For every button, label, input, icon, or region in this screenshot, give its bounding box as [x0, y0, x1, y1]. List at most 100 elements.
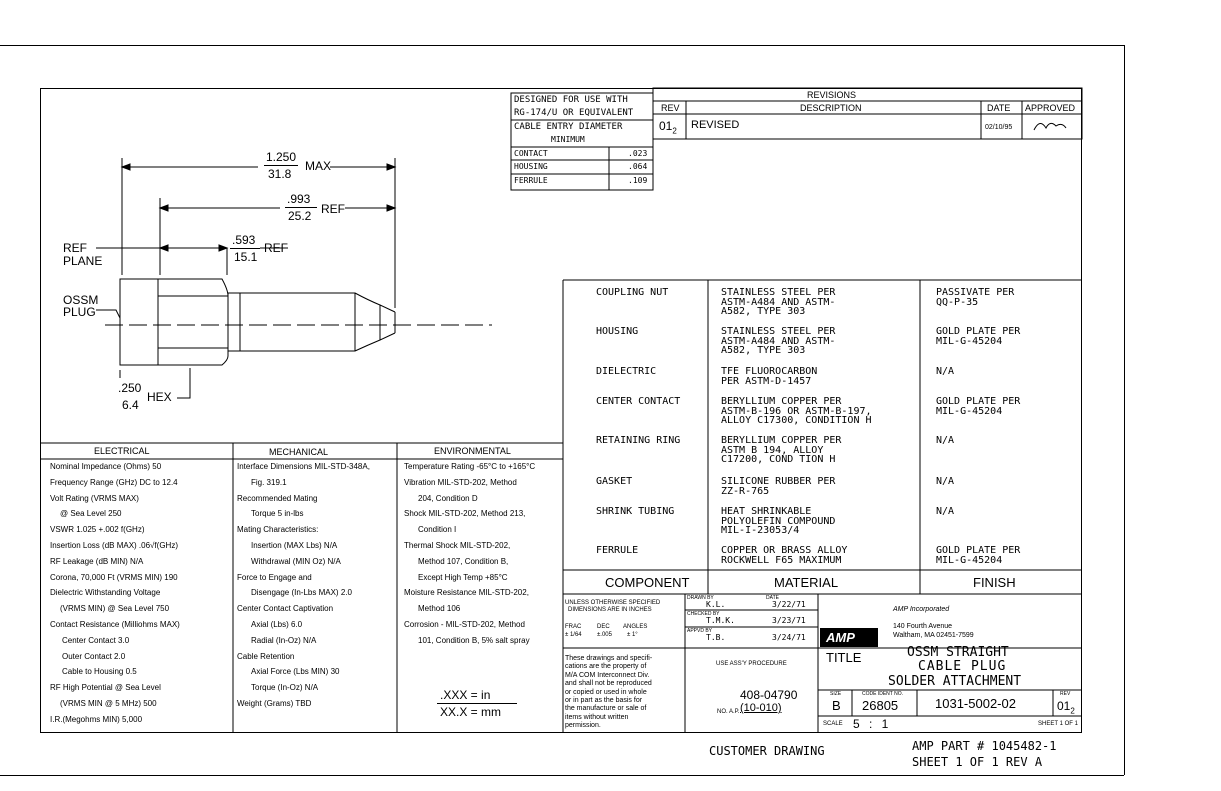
date-label: DATE — [766, 595, 779, 601]
hex-inch: .250 — [118, 381, 142, 395]
material-spec: C17200, COND TION H — [721, 454, 836, 465]
entry-housing: HOUSING — [514, 162, 548, 171]
material-spec: POLYOLEFIN COMPOUND — [721, 515, 836, 527]
material-component: SHRINK TUBING — [596, 506, 675, 517]
material-spec: A582, TYPE 303 — [721, 345, 806, 356]
electrical-spec-line: Contact Resistance (Milliohms MAX) — [50, 620, 180, 629]
notice-line: cations are the property of — [565, 663, 647, 671]
approved-col: APPROVED — [1025, 103, 1076, 113]
designed-for-1: DESIGNED FOR USE WITH — [514, 95, 628, 105]
coupling-nut-outline — [119, 278, 159, 366]
mechanical-spec-line: Disengage (In-Lbs MAX) 2.0 — [251, 588, 352, 598]
material-spec: A582, TYPE 303 — [721, 306, 806, 317]
amp-logo-box — [820, 628, 878, 647]
material-spec: STAINLESS STEEL PER — [721, 287, 836, 298]
material-spec: SILICONE RUBBER PER — [721, 476, 836, 487]
notice-line: items without written — [565, 713, 629, 721]
electrical-spec-line: Frequency Range (GHz) DC to 12.4 — [50, 477, 178, 487]
rev-desc: REVISED — [691, 119, 740, 131]
unless-1: UNLESS OTHERWISE SPECIFIED — [565, 600, 661, 606]
proc-number: 408-04790 — [740, 688, 798, 702]
rev-col: REV — [661, 103, 680, 113]
mechanical-spec-line: Weight (Grams) TBD — [237, 699, 312, 708]
material-spec: PER ASTM-D-1457 — [721, 375, 812, 387]
material-component: RETAINING RING — [596, 435, 681, 446]
material-spec: STAINLESS STEEL PER — [721, 326, 836, 337]
material-finish: MIL-G-45204 — [936, 405, 1003, 417]
electrical-spec-line: @ Sea Level 250 — [60, 509, 122, 519]
entry-dia-2: MINIMUM — [551, 135, 585, 144]
material-spec: TFE FLUOROCARBON — [721, 366, 818, 377]
material-component: HOUSING — [596, 326, 639, 337]
material-finish: GOLD PLATE PER — [936, 396, 1021, 407]
electrical-spec-line: Nominal Impedance (Ohms) 50 — [50, 462, 162, 471]
material-finish: MIL-G-45204 — [936, 335, 1003, 347]
environmental-spec-line: Vibration MIL-STD-202, Method — [404, 477, 517, 487]
mechanical-spec-line: Recommended Mating — [237, 493, 318, 503]
drawn-by-label: DRAWN BY — [687, 595, 714, 601]
proc-value: (10-010) — [740, 702, 782, 714]
page-top-line — [0, 45, 1124, 46]
units-inch: .XXX = in — [440, 688, 491, 702]
material-finish: N/A — [936, 435, 955, 446]
page-right-line — [1124, 45, 1125, 775]
environmental-spec-line: Except High Temp +85°C — [418, 572, 508, 582]
use-assy: USE ASS'Y PROCEDURE — [716, 661, 787, 667]
environmental-spec-line: 204, Condition D — [418, 493, 478, 503]
dim1-inch: 1.250 — [266, 150, 297, 164]
title-line-3: SOLDER ATTACHMENT — [888, 674, 1022, 689]
drawn-date: 3/22/71 — [772, 600, 806, 609]
code-value: 26805 — [862, 698, 899, 713]
checked-label: CHECKED BY — [687, 611, 720, 617]
material-spec: ROCKWELL F65 MAXIMUM — [721, 554, 842, 566]
company-name: AMP Incorporated — [893, 606, 950, 613]
mechanical-spec-line: Insertion (MAX Lbs) N/A — [251, 541, 338, 550]
material-finish: GOLD PLATE PER — [936, 326, 1021, 337]
material-finish: N/A — [936, 506, 955, 517]
code-label: CODE IDENT NO. — [862, 691, 904, 697]
environmental-spec-line: Temperature Rating -65°C to +165°C — [404, 462, 536, 471]
mechanical-spec-line: Force to Engage and — [237, 572, 312, 582]
mechanical-spec-line: Interface Dimensions MIL-STD-348A, — [237, 462, 370, 471]
notice-line: or copied or used in whole — [565, 688, 647, 696]
title-line-2: CABLE PLUG — [918, 659, 1007, 674]
frac-label: FRAC — [565, 624, 582, 630]
material-finish: MIL-G-45204 — [936, 554, 1003, 566]
material-spec: ALLOY C17300, CONDITION H — [721, 415, 872, 426]
entry-contact: CONTACT — [514, 149, 548, 158]
environmental-spec-line: Condition I — [418, 525, 457, 535]
entry-ferrule: FERRULE — [514, 176, 548, 185]
material-component: CENTER CONTACT — [596, 396, 681, 407]
dim2-note: REF — [321, 202, 345, 216]
environmental-title: ENVIRONMENTAL — [434, 446, 511, 456]
mechanical-title: MECHANICAL — [269, 447, 329, 457]
notice-line: permission. — [565, 722, 601, 730]
designed-for-2: RG-174/U OR EQUIVALENT — [514, 108, 634, 118]
entry-dia-1: CABLE ENTRY DIAMETER — [514, 122, 623, 132]
material-finish: PASSIVATE PER — [936, 287, 1015, 298]
material-spec: ZZ-R-765 — [721, 485, 770, 497]
electrical-title: ELECTRICAL — [94, 446, 150, 456]
drawn-by: K.L. — [706, 600, 726, 609]
amp-part-number: AMP PART # 1045482-1 — [912, 739, 1057, 753]
dim3-note: REF — [264, 241, 288, 255]
units-mm: XX.X = mm — [440, 705, 502, 719]
date-col: DATE — [987, 103, 1011, 113]
material-spec: MIL-I-23053/4 — [721, 525, 800, 536]
electrical-spec-line: Volt Rating (VRMS MAX) — [50, 493, 139, 503]
footer-sheet-rev: SHEET 1 OF 1 REV A — [912, 755, 1043, 769]
ossm-label-2: PLUG — [63, 305, 96, 319]
material-spec: BERYLLIUM COPPER PER — [721, 435, 842, 446]
dwg-number: 1031-5002-02 — [935, 696, 1016, 711]
material-spec: ASTM B 194, ALLOY — [721, 444, 824, 456]
material-spec: BERYLLIUM COPPER PER — [721, 396, 842, 407]
rev-date: 02/10/95 — [985, 124, 1013, 131]
electrical-spec-line: Outer Contact 2.0 — [62, 651, 126, 661]
mechanical-spec-line: Withdrawal (MIN Oz) N/A — [251, 556, 341, 566]
drawing-frame — [40, 88, 1082, 733]
notice-line: and shall not be reproduced — [565, 680, 652, 688]
mechanical-spec-line: Axial Force (Lbs MIN) 30 — [251, 667, 340, 677]
size-value: B — [832, 698, 841, 713]
notice-line: the manufacture or sale of — [565, 705, 647, 713]
mechanical-spec-line: Cable Retention — [237, 651, 295, 661]
